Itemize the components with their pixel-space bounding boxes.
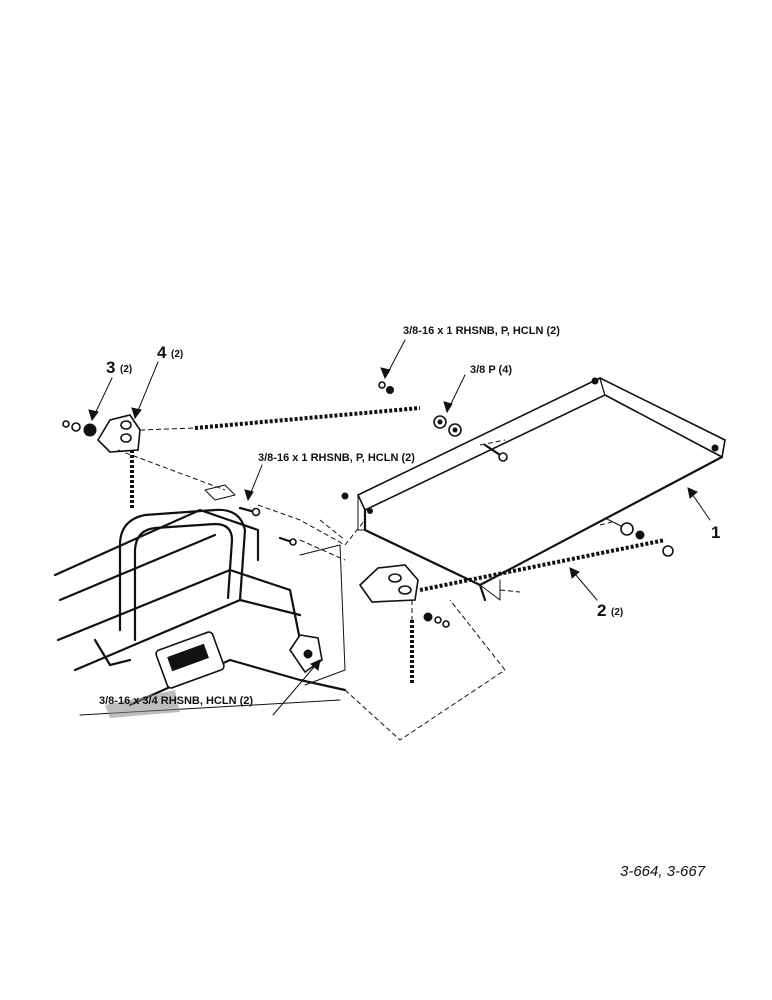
tray-part-1 xyxy=(356,376,726,602)
item-label-2: 2 (2) xyxy=(597,601,623,620)
leader-lines xyxy=(88,339,711,716)
item-number: 2 xyxy=(597,601,606,620)
item-number: 3 xyxy=(106,358,115,377)
upper-chain xyxy=(194,406,421,430)
right-hardware xyxy=(604,517,674,557)
assembly-lines xyxy=(117,427,613,741)
item-label-3: 3 (2) xyxy=(106,358,132,377)
item-label-1: 1 xyxy=(711,523,720,542)
callout-washer: 3/8 P (4) xyxy=(470,364,512,376)
lower-chain-bracket xyxy=(358,564,450,628)
item-label-4: 4 (2) xyxy=(157,343,183,362)
lower-chain xyxy=(419,538,666,592)
item-qty: (2) xyxy=(171,349,183,360)
callout-top-bolt: 3/8-16 x 1 RHSNB, P, HCLN (2) xyxy=(403,325,560,337)
machine-housing xyxy=(53,484,347,718)
item-number: 1 xyxy=(711,523,720,542)
figure-id: 3-664, 3-667 xyxy=(620,863,706,880)
chain-bracket-part-4 xyxy=(96,414,141,453)
mid-bolts xyxy=(238,506,297,546)
item-qty: (2) xyxy=(611,607,623,618)
top-hardware xyxy=(341,381,508,500)
callout-bottom-bolt: 3/8-16 x 3/4 RHSNB, HCLN (2) xyxy=(99,695,253,707)
item-number: 4 xyxy=(157,343,167,362)
nut-part-3 xyxy=(62,420,97,437)
item-qty: (2) xyxy=(120,364,132,375)
name-plate xyxy=(155,631,225,689)
callout-mid-bolt: 3/8-16 x 1 RHSNB, P, HCLN (2) xyxy=(258,452,415,464)
